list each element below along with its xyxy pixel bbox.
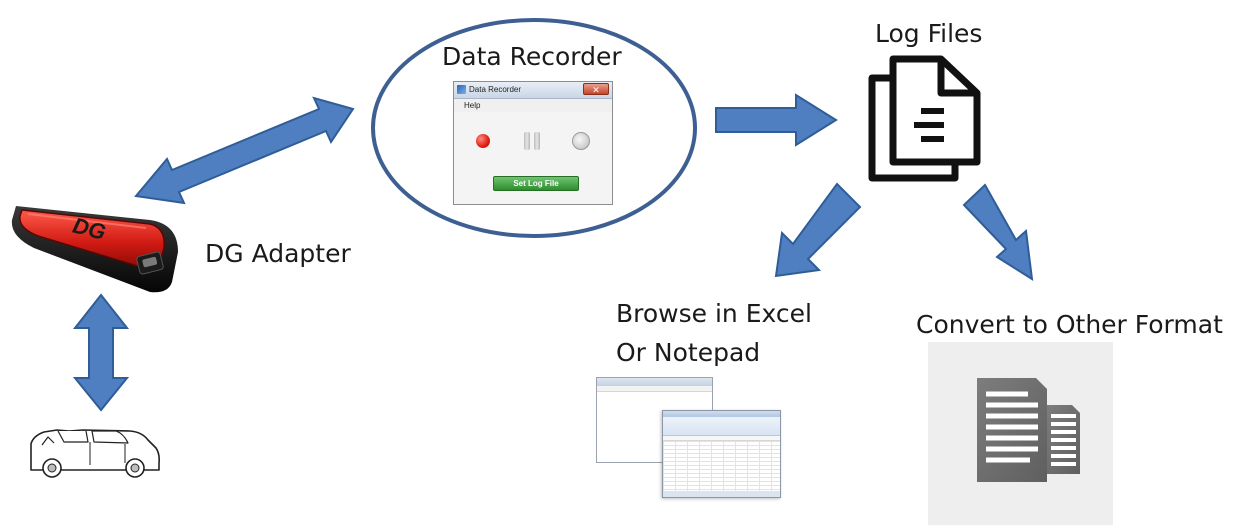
menu-help[interactable]: Help [464,101,481,110]
notepad-menubar [597,386,712,392]
arrow-recorder-logfiles [715,93,838,147]
notepad-titlebar [597,378,712,386]
app-icon [457,85,466,94]
data-recorder-ellipse [371,18,697,238]
excel-grid [663,441,780,491]
suv-car-icon [30,429,160,478]
arrow-logfiles-convert [962,183,1034,281]
data-recorder-window: Data Recorder ✕ Help Set Log File [453,81,613,205]
close-button[interactable]: ✕ [583,83,609,95]
record-button[interactable] [476,134,490,148]
browse-label-line1: Browse in Excel [616,299,812,328]
dg-adapter-device [11,206,178,293]
document-stack-icon [868,55,981,182]
excel-thumbnail [662,410,781,498]
pause-button[interactable] [524,132,542,150]
data-recorder-menubar: Help [454,99,612,112]
excel-formula-bar [663,436,780,441]
excel-titlebar [663,411,780,417]
data-recorder-label: Data Recorder [442,42,622,71]
browse-label-line2: Or Notepad [616,338,761,367]
data-recorder-window-title: Data Recorder [469,85,522,94]
arrow-adapter-recorder [134,96,355,205]
arrow-adapter-car [72,293,130,412]
convert-label: Convert to Other Format [916,310,1223,339]
data-recorder-titlebar: Data Recorder ✕ [454,82,612,99]
log-files-label: Log Files [875,19,983,48]
documents-copy-icon [977,378,1080,482]
excel-ribbon [663,417,780,436]
dg-adapter-label: DG Adapter [205,239,351,268]
set-log-file-button[interactable]: Set Log File [493,176,579,191]
stop-button[interactable] [572,132,590,150]
excel-statusbar [663,491,780,497]
arrow-logfiles-browse [774,182,862,278]
